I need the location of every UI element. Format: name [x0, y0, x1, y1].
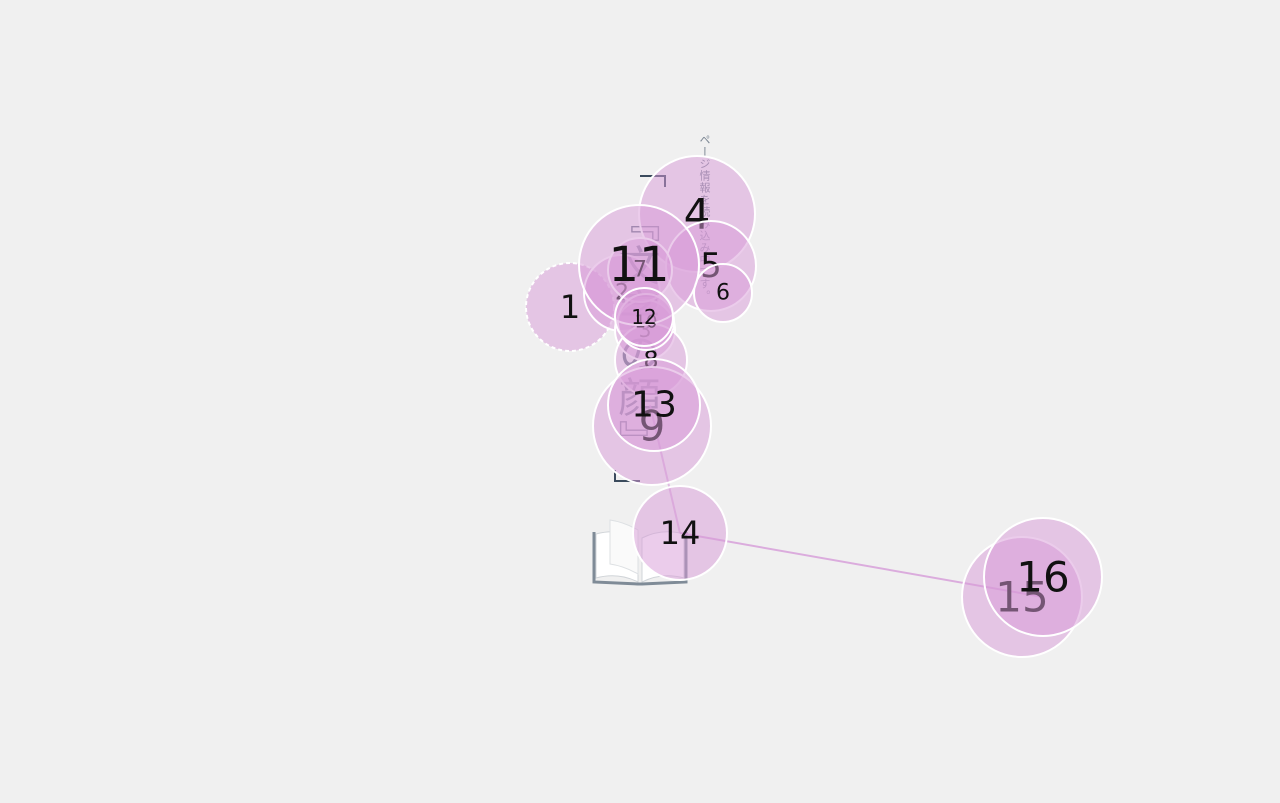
- bubble-label: 16: [1016, 553, 1069, 602]
- bubble-label: 12: [631, 305, 656, 329]
- bubble-circle[interactable]: [607, 358, 701, 452]
- bubble-circle[interactable]: [983, 517, 1103, 637]
- bubble-marker-13[interactable]: 13: [607, 358, 701, 452]
- bubble-label: 14: [660, 514, 701, 552]
- bubble-circle[interactable]: [632, 485, 728, 581]
- bubble-marker-16[interactable]: 16: [983, 517, 1103, 637]
- bubble-label: 13: [631, 385, 677, 426]
- bubble-marker-12[interactable]: 12: [614, 287, 674, 347]
- bubble-label: 1: [560, 288, 580, 326]
- bubble-marker-6[interactable]: 6: [693, 263, 753, 323]
- bubble-label: 11: [608, 237, 669, 293]
- bubble-circle[interactable]: [693, 263, 753, 323]
- bubble-layer: 12345678910111213141516: [525, 155, 1103, 658]
- bubble-label: 6: [716, 281, 730, 306]
- bubble-marker-11[interactable]: 11: [578, 204, 700, 326]
- bubble-circle[interactable]: [614, 287, 674, 347]
- bubble-marker-14[interactable]: 14: [632, 485, 728, 581]
